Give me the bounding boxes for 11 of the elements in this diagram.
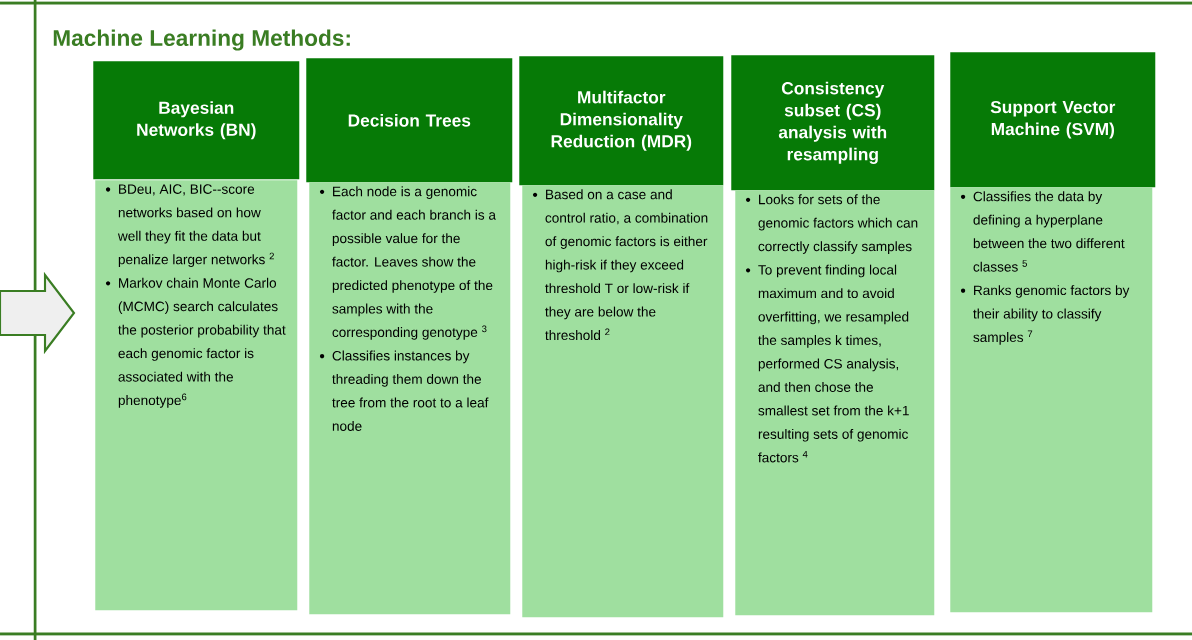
text-box: Looks for sets of the genomic factors which can correctly classify samples To prevent finding local maximum and to avoid overfitting, we resampled the samples k times, performed CS analysis, and then chose the smallest set from the k+1 resulting sets of genomic factors $^{4}$ — [735, 190, 935, 616]
header-box: Consistency subset (CS) analysis with resampling — [731, 55, 935, 191]
text-box: Based on a case and control ratio, a combination of genomic factors is either high-risk if they exceed threshold T or low-risk if they are below the threshold $^{2}$ — [522, 185, 724, 618]
text-box: Each node is a genomic factor and each branch is a possible value for the factor. Leaves show the predicted phenotype of the samples with the corresponding genotype $^{3}$ Classifies instances by threading them down the tree from the root to a leaf node — [309, 182, 511, 615]
title: Machine Learning Methods: — [53, 29, 350, 51]
header-box: Bayesian Networks (BN) — [93, 61, 300, 180]
header-box: Multifactor Dimensionality Reduction (MDR) — [519, 56, 724, 186]
header-box: Decision Trees — [306, 58, 513, 183]
text-box: BDeu, AIC, BIC--score networks based on how well they fit the data but penalize larger networks $^{2}$ Markov chain Monte Carlo (MCMC) search calculates the posterior probability that each genomic factor is associated with the phenotype$^{6}$ — [95, 180, 298, 611]
header-box: Support Vector Machine (SVM) — [950, 52, 1156, 188]
text-box: Classifies the data by defining a hyperplane between the two different classes $^{5}$ Ranks genomic factors by their ability to classify samples $^{7}$ — [950, 187, 1153, 613]
